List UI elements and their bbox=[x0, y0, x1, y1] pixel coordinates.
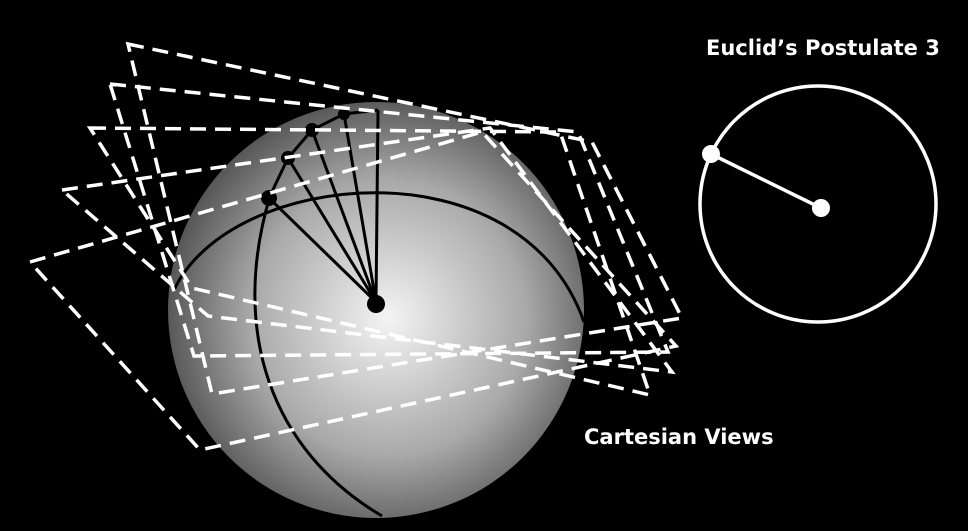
cartesian-views-label: Cartesian Views bbox=[584, 425, 774, 449]
euclid-circle-diagram bbox=[698, 84, 938, 324]
euclid-postulate-title: Euclid’s Postulate 3 bbox=[706, 36, 940, 60]
spoke-line bbox=[342, 113, 378, 303]
sphere-center-point bbox=[367, 295, 385, 313]
sphere-meridian-arc bbox=[253, 195, 383, 518]
sphere bbox=[168, 102, 586, 518]
view-frame bbox=[57, 126, 676, 375]
euclid-radius bbox=[710, 152, 822, 210]
spoke-point bbox=[261, 190, 277, 206]
spoke-point bbox=[305, 123, 319, 137]
spoke-line bbox=[310, 129, 378, 303]
cartesian-view-frames bbox=[26, 41, 685, 452]
spoke-line bbox=[374, 109, 380, 303]
spoke-line bbox=[267, 196, 378, 304]
euclid-circle bbox=[698, 84, 938, 324]
euclid-edge-point bbox=[702, 145, 720, 163]
view-frame bbox=[26, 130, 680, 452]
view-frame bbox=[107, 81, 671, 358]
euclid-center-point bbox=[812, 199, 830, 217]
spoke-point bbox=[338, 108, 350, 120]
view-frame bbox=[86, 126, 653, 398]
